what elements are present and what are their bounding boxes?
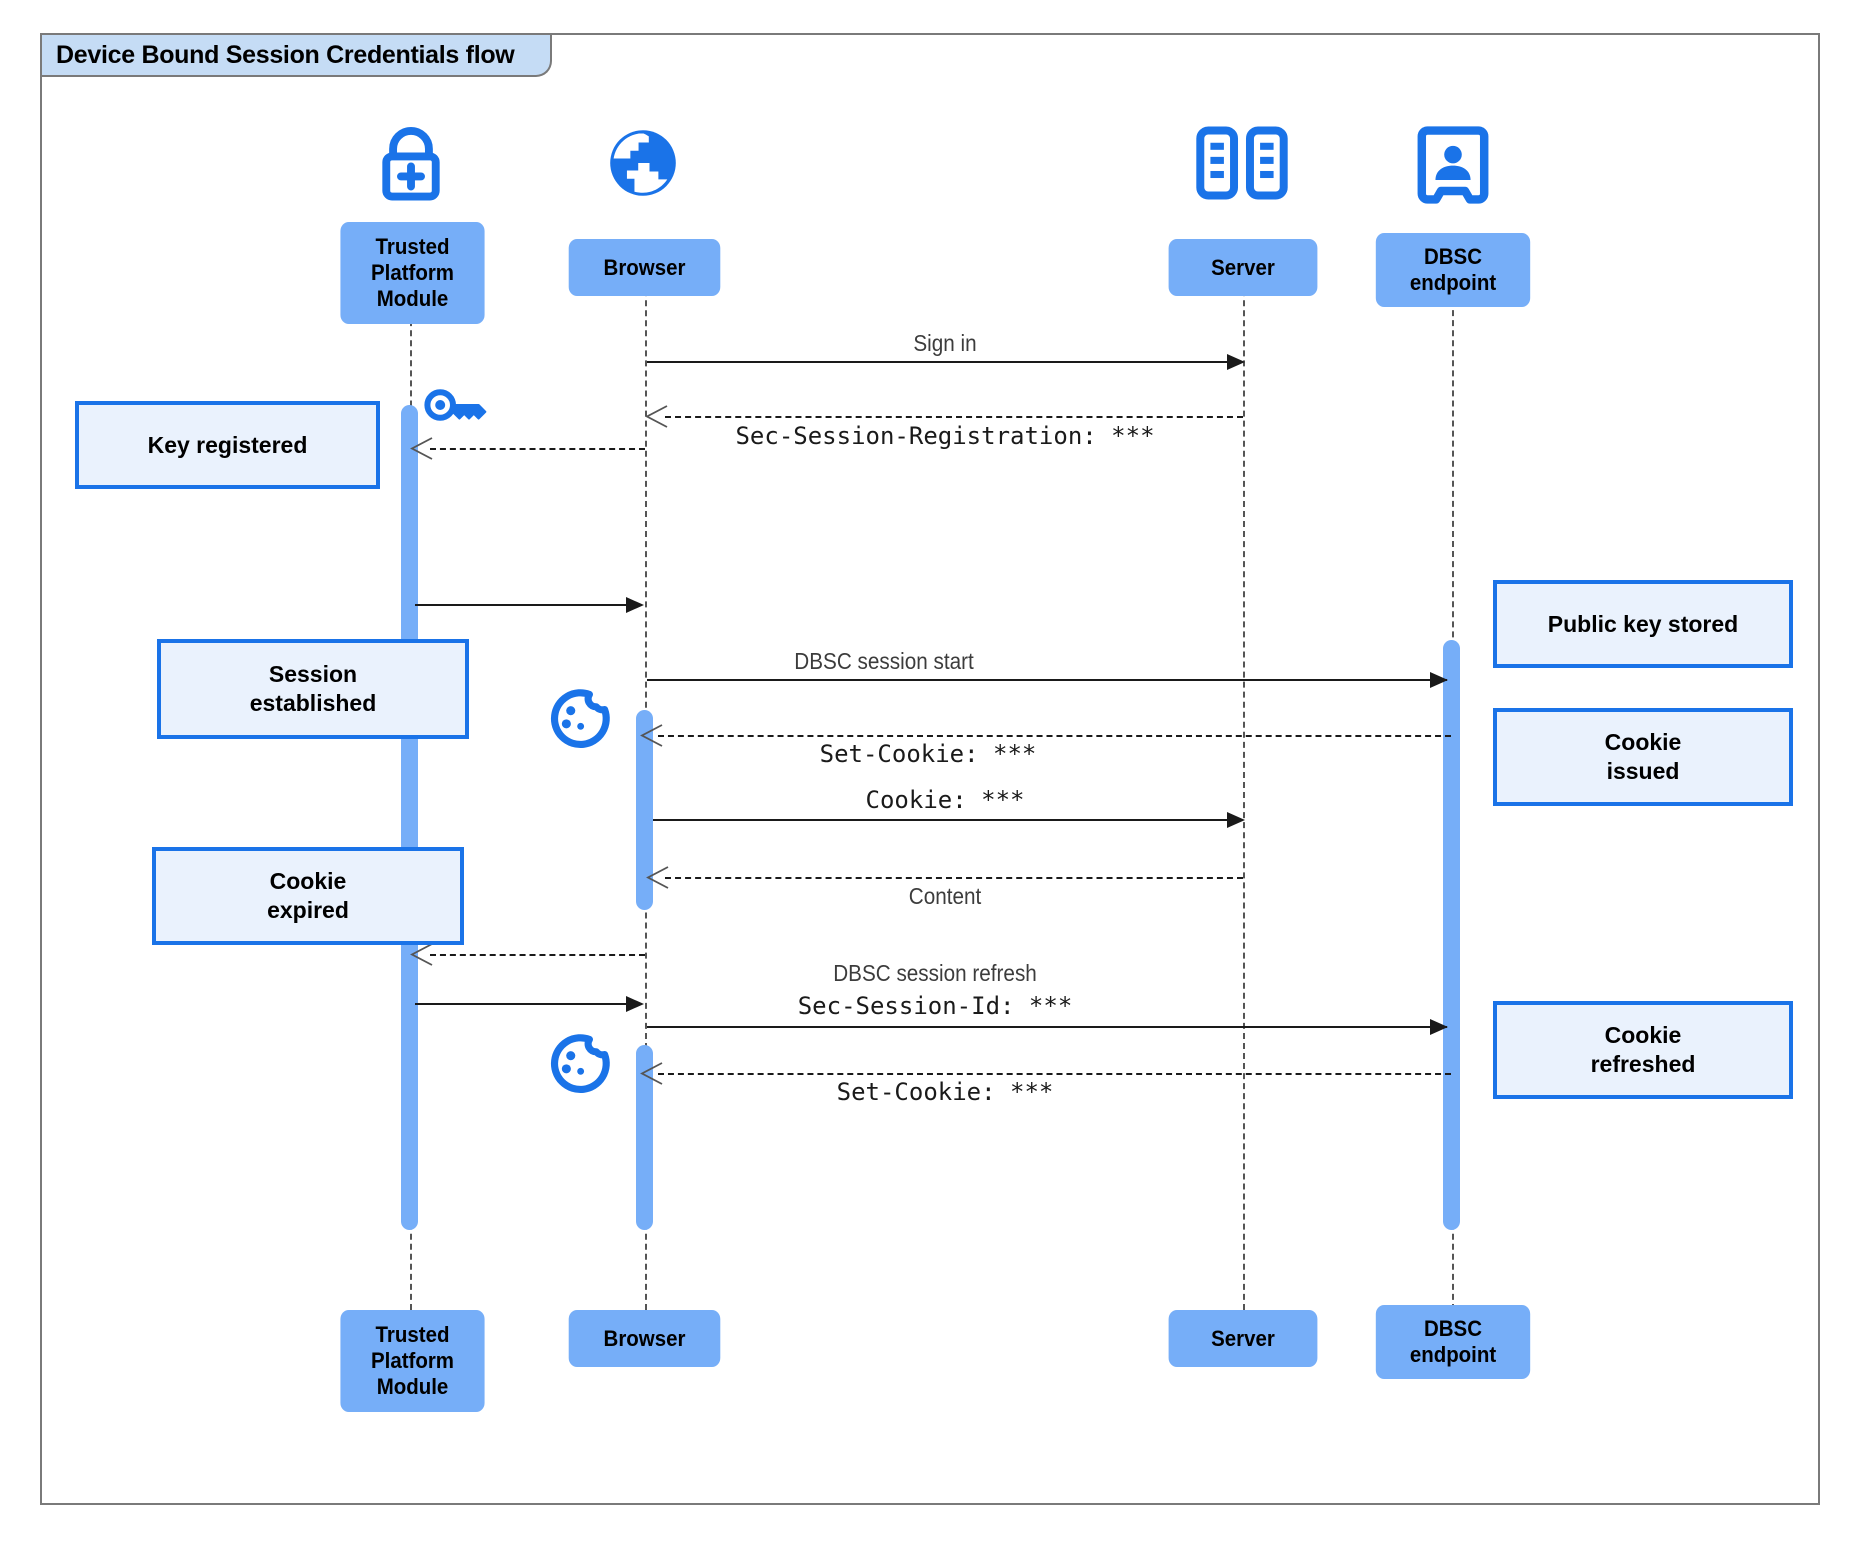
diagram-title: Device Bound Session Credentials flow bbox=[42, 35, 553, 77]
note-session-established: Session established bbox=[157, 639, 469, 739]
message-arrow-browser-to-tpm-1 bbox=[430, 448, 645, 450]
message-label-set-cookie-1: Set-Cookie: *** bbox=[819, 740, 1037, 768]
message-arrow-browser-to-tpm-2 bbox=[430, 954, 645, 956]
note-line1: Session bbox=[268, 661, 358, 688]
message-arrow-tpm-to-browser-2 bbox=[415, 1003, 630, 1005]
participant-tpm-bottom[interactable]: Trusted Platform Module bbox=[340, 1310, 485, 1412]
note-line1: Key registered bbox=[147, 431, 308, 458]
note-line2: refreshed bbox=[1590, 1051, 1696, 1077]
participant-label-line1: Trusted bbox=[375, 234, 450, 260]
message-arrow-cookie bbox=[653, 819, 1239, 821]
participant-label-line2: endpoint bbox=[1409, 1342, 1497, 1367]
note-key-registered: Key registered bbox=[75, 401, 380, 489]
arrowhead-filled-icon bbox=[1430, 672, 1448, 688]
message-arrow-content bbox=[665, 877, 1243, 879]
participant-browser-top[interactable]: Browser bbox=[568, 239, 721, 296]
note-line1: Cookie bbox=[269, 868, 347, 895]
participant-label-line1: Server bbox=[1211, 254, 1275, 280]
participant-dbsc-bottom[interactable]: DBSC endpoint bbox=[1375, 1305, 1531, 1379]
id-badge-icon bbox=[1417, 126, 1489, 204]
arrowhead-open-icon bbox=[410, 437, 433, 460]
note-line2: established bbox=[249, 690, 377, 716]
padlock-plus-icon bbox=[368, 122, 454, 208]
participant-label-line2: endpoint bbox=[1409, 270, 1497, 295]
participant-label-line2: Platform bbox=[370, 1348, 455, 1374]
participant-label-line3: Module bbox=[376, 1373, 449, 1399]
note-public-key-stored: Public key stored bbox=[1493, 580, 1793, 668]
note-line1: Cookie bbox=[1604, 729, 1682, 756]
message-label-set-cookie-2: Set-Cookie: *** bbox=[836, 1078, 1054, 1106]
message-label-content: Content bbox=[908, 883, 982, 909]
arrowhead-open-icon bbox=[645, 405, 668, 428]
message-arrow-dbsc-session-start bbox=[647, 679, 1447, 681]
arrowhead-filled-icon bbox=[626, 996, 644, 1012]
arrowhead-filled-icon bbox=[1227, 812, 1245, 828]
cookie-icon bbox=[546, 687, 612, 753]
message-label-sign-in: Sign in bbox=[913, 330, 977, 356]
message-label-dbsc-session-refresh: DBSC session refresh bbox=[833, 960, 1037, 986]
arrowhead-filled-icon bbox=[1430, 1019, 1448, 1035]
message-arrow-sign-in bbox=[647, 361, 1239, 363]
note-line2: expired bbox=[267, 897, 349, 923]
message-label-sec-session-id: Sec-Session-Id: *** bbox=[797, 992, 1073, 1020]
globe-icon bbox=[602, 122, 684, 204]
participant-browser-bottom[interactable]: Browser bbox=[568, 1310, 721, 1367]
participant-server-top[interactable]: Server bbox=[1168, 239, 1318, 296]
participant-dbsc-top[interactable]: DBSC endpoint bbox=[1375, 233, 1531, 307]
participant-server-bottom[interactable]: Server bbox=[1168, 1310, 1318, 1367]
note-line2: issued bbox=[1606, 758, 1680, 784]
message-arrow-tpm-to-browser-1 bbox=[415, 604, 630, 606]
key-icon bbox=[423, 381, 491, 429]
arrowhead-open-icon bbox=[646, 866, 669, 889]
arrowhead-open-icon bbox=[640, 1062, 663, 1085]
note-line1: Public key stored bbox=[1547, 610, 1739, 637]
participant-label-line3: Module bbox=[376, 285, 449, 311]
participant-label-line1: Server bbox=[1211, 1325, 1275, 1351]
activation-bar-browser-2 bbox=[636, 1045, 653, 1230]
participant-label-line1: Browser bbox=[603, 254, 686, 280]
cookie-icon bbox=[546, 1032, 612, 1098]
arrowhead-open-icon bbox=[410, 943, 433, 966]
activation-bar-dbsc bbox=[1443, 640, 1460, 1230]
note-cookie-issued: Cookie issued bbox=[1493, 708, 1793, 806]
arrowhead-open-icon bbox=[640, 724, 663, 747]
participant-tpm-top[interactable]: Trusted Platform Module bbox=[340, 222, 485, 324]
note-line1: Cookie bbox=[1604, 1022, 1682, 1049]
activation-bar-browser-1 bbox=[636, 710, 653, 910]
arrowhead-filled-icon bbox=[1227, 354, 1245, 370]
message-label-cookie: Cookie: *** bbox=[865, 786, 1025, 814]
participant-label-line1: DBSC bbox=[1424, 1316, 1482, 1342]
message-arrow-set-cookie-1 bbox=[658, 735, 1451, 737]
arrowhead-filled-icon bbox=[626, 597, 644, 613]
message-arrow-sec-session-registration bbox=[665, 416, 1243, 418]
participant-label-line1: DBSC bbox=[1424, 244, 1482, 270]
note-cookie-refreshed: Cookie refreshed bbox=[1493, 1001, 1793, 1099]
message-label-dbsc-session-start: DBSC session start bbox=[794, 648, 974, 674]
participant-label-line1: Trusted bbox=[375, 1322, 450, 1348]
note-cookie-expired: Cookie expired bbox=[152, 847, 464, 945]
message-arrow-set-cookie-2 bbox=[658, 1073, 1451, 1075]
message-label-sec-session-registration: Sec-Session-Registration: *** bbox=[735, 422, 1155, 450]
participant-label-line1: Browser bbox=[603, 1325, 686, 1351]
lifeline-server bbox=[1243, 250, 1245, 1320]
message-arrow-dbsc-session-refresh bbox=[647, 1026, 1447, 1028]
activation-bar-tpm bbox=[401, 405, 418, 1230]
server-rack-icon bbox=[1196, 126, 1288, 200]
participant-label-line2: Platform bbox=[370, 260, 455, 286]
